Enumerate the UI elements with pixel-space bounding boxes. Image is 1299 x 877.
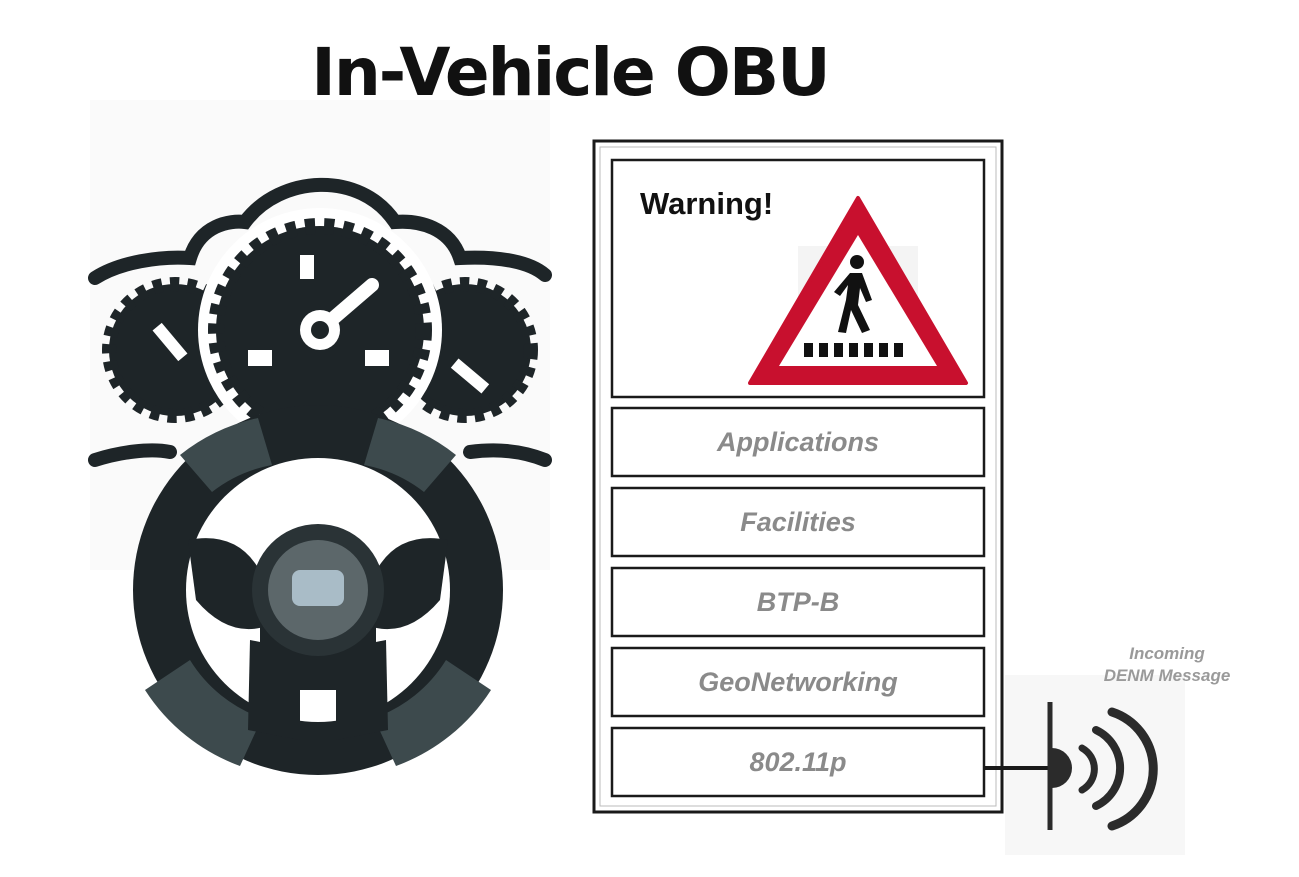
layer-label-geonetworking: GeoNetworking (698, 667, 898, 697)
layer-label-btp: BTP-B (756, 587, 840, 617)
layer-box-applications (610, 406, 986, 478)
layer-box-80211p (610, 726, 986, 798)
speedometer-gauge-icon (88, 177, 552, 467)
incoming-message-label-line2: DENM Message (1103, 666, 1231, 685)
pedestrian-crossing-warning-sign (748, 196, 968, 385)
layer-label-applications: Applications (716, 427, 879, 457)
layer-label-80211p: 802.11p (749, 747, 847, 777)
layer-label-facilities: Facilities (740, 507, 856, 537)
incoming-message-label-line1: Incoming (1129, 644, 1205, 663)
layer-box-facilities (610, 486, 986, 558)
layer-box-btp (610, 566, 986, 638)
warning-label: Warning! (640, 186, 774, 221)
steering-wheel-icon (133, 405, 503, 775)
antenna-broadcast-icon (1047, 702, 1158, 831)
layer-box-geonetworking (610, 646, 986, 718)
diagram-title: In-Vehicle OBU (311, 34, 830, 111)
